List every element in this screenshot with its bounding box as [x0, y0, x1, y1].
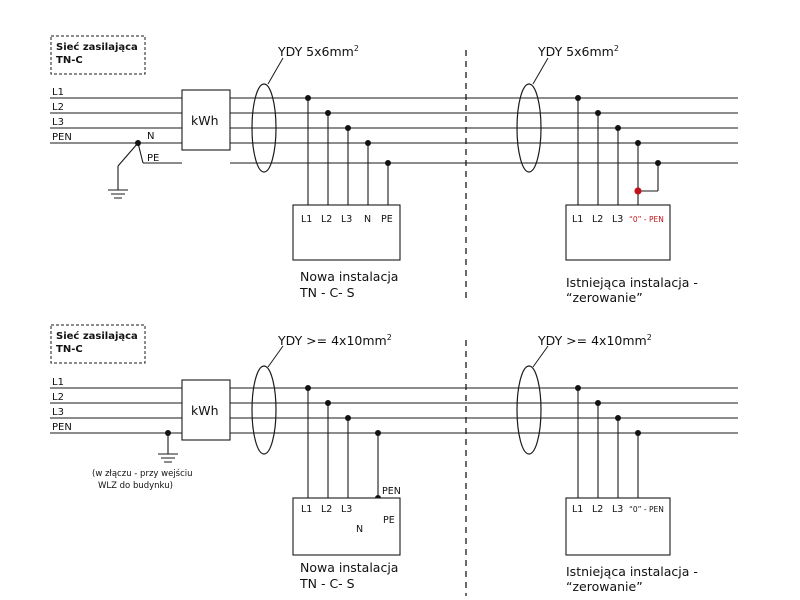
- new-installation-box: [292, 204, 401, 261]
- junction: [615, 415, 621, 421]
- terminal-label: L3: [341, 214, 352, 225]
- cable-leader-left: [267, 345, 284, 368]
- terminal-label-pen: “0” - PEN: [629, 505, 664, 514]
- junction: [595, 400, 601, 406]
- terminal-label: L2: [592, 504, 603, 515]
- n-label: N: [356, 524, 363, 535]
- cable-leader-right: [532, 57, 549, 85]
- cable-label-left: YDY 5x6mm2: [277, 44, 359, 59]
- supply-network-box: [50, 35, 146, 75]
- existing-installation-caption: Istniejąca instalacja -: [566, 564, 698, 579]
- conductor-label-l2: L2: [52, 392, 64, 403]
- junction: [305, 385, 311, 391]
- junction: [655, 160, 661, 166]
- pen-label: PEN: [382, 486, 401, 497]
- energy-meter-label: kWh: [191, 113, 219, 128]
- junction: [385, 160, 391, 166]
- cable-marker-left: [251, 83, 277, 173]
- ground-wire: [117, 142, 139, 167]
- conductor-label-l3: L3: [52, 407, 64, 418]
- existing-installation-box: [565, 497, 671, 556]
- cable-marker-right: [516, 365, 542, 455]
- supply-network-type: TN-C: [56, 55, 83, 66]
- conductor-label-l3: L3: [52, 117, 64, 128]
- cable-label-right: YDY >= 4x10mm2: [537, 333, 652, 348]
- energy-meter-label: kWh: [191, 403, 219, 418]
- junction: [305, 95, 311, 101]
- cable-leader-left: [267, 57, 284, 85]
- junction: [345, 125, 351, 131]
- wire-pe-branch: [137, 142, 144, 164]
- pen-bond-point: [634, 187, 642, 195]
- bottom-diagram: Sieć zasilająca TN-C L1 L2 L3 PEN kWh (w…: [50, 324, 738, 594]
- conductor-label-pen: PEN: [52, 422, 72, 433]
- terminal-label: PE: [381, 214, 393, 225]
- terminal-label: L1: [572, 504, 583, 515]
- junction: [345, 415, 351, 421]
- supply-network-label: Sieć zasilająca: [56, 41, 138, 53]
- ground-note: (w złączu - przy wejściu: [92, 468, 193, 479]
- new-installation-type: TN - C- S: [299, 285, 355, 300]
- terminal-label-pen: “0” - PEN: [629, 215, 664, 224]
- terminal-label: L3: [341, 504, 352, 515]
- junction: [595, 110, 601, 116]
- terminal-label: L1: [301, 504, 312, 515]
- cable-leader-right: [532, 345, 549, 368]
- supply-network-type: TN-C: [56, 344, 83, 355]
- split-label-pe: PE: [147, 153, 159, 164]
- new-installation-caption: Nowa instalacja: [300, 269, 398, 284]
- junction: [325, 400, 331, 406]
- supply-network-box: [50, 324, 146, 364]
- existing-installation-box: [565, 204, 671, 261]
- terminal-label: L1: [301, 214, 312, 225]
- new-installation-box: [292, 497, 401, 556]
- cable-marker-left: [251, 365, 277, 455]
- top-diagram: Sieć zasilająca TN-C L1 L2 L3 PEN kWh N …: [50, 35, 738, 305]
- energy-meter: [181, 379, 231, 441]
- existing-installation-type: “zerowanie”: [566, 290, 643, 305]
- existing-installation-type: “zerowanie”: [566, 579, 643, 594]
- existing-installation-caption: Istniejąca instalacja -: [566, 275, 698, 290]
- junction: [365, 140, 371, 146]
- conductor-label-l1: L1: [52, 377, 64, 388]
- junction: [575, 385, 581, 391]
- terminal-label: L2: [321, 504, 332, 515]
- junction: [635, 140, 641, 146]
- junction: [375, 430, 381, 436]
- junction: [635, 430, 641, 436]
- ground-note: WLZ do budynku): [98, 481, 173, 491]
- conductor-label-l2: L2: [52, 102, 64, 113]
- split-label-n: N: [147, 131, 154, 142]
- terminal-label: L2: [592, 214, 603, 225]
- cable-label-left: YDY >= 4x10mm2: [277, 333, 392, 348]
- terminal-label: L2: [321, 214, 332, 225]
- junction: [615, 125, 621, 131]
- cable-marker-right: [516, 83, 542, 173]
- terminal-label: L3: [612, 504, 623, 515]
- energy-meter: [181, 89, 231, 151]
- conductor-label-l1: L1: [52, 87, 64, 98]
- conductor-label-pen: PEN: [52, 132, 72, 143]
- new-installation-type: TN - C- S: [299, 576, 355, 591]
- terminal-label: L1: [572, 214, 583, 225]
- cable-label-right: YDY 5x6mm2: [537, 44, 619, 59]
- junction: [325, 110, 331, 116]
- terminal-label: N: [364, 214, 371, 225]
- pe-label: PE: [383, 515, 395, 526]
- new-installation-caption: Nowa instalacja: [300, 560, 398, 575]
- supply-network-label: Sieć zasilająca: [56, 330, 138, 342]
- terminal-label: L3: [612, 214, 623, 225]
- junction: [575, 95, 581, 101]
